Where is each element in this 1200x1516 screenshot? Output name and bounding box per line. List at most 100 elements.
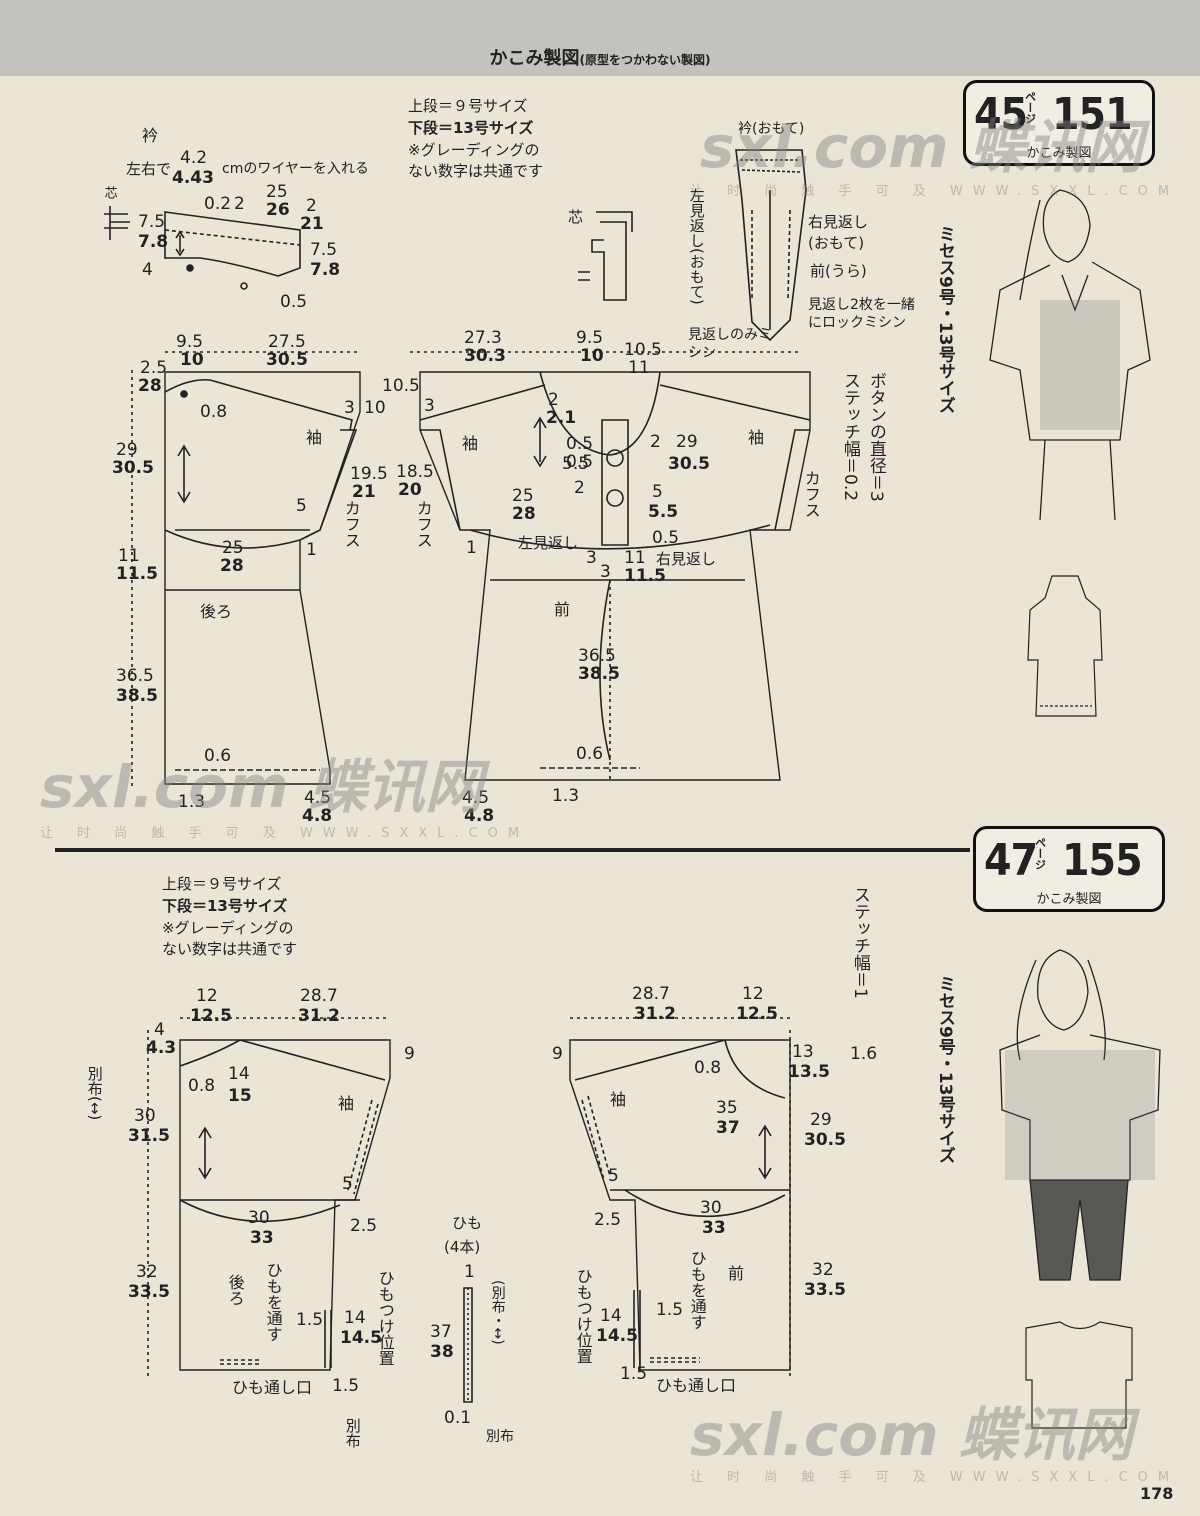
p2-page-badge: 47 ページ 155 かこみ製図 (973, 826, 1165, 912)
p1-page-badge: 45 ページ 151 かこみ製図 (963, 80, 1155, 166)
p2-front-cord-attach: ひもつけ位置 (573, 1268, 593, 1364)
dim: 38.5 (116, 686, 158, 706)
dim: 10 (180, 350, 204, 370)
p2-strap-title: ひも (452, 1214, 483, 1232)
dim: 2 (574, 478, 585, 498)
p1-right-facing-label: 右見返し (656, 550, 717, 568)
dim: 10 (364, 398, 386, 418)
dim: 0.6 (576, 744, 604, 764)
dim: 33.5 (128, 1282, 170, 1302)
p2-strap-fabric: (別布・↔) (489, 1280, 506, 1345)
dim: 4.8 (302, 806, 333, 826)
dim: 29 (116, 440, 138, 460)
p1-front-cuffs-l: カフス (413, 500, 433, 548)
p1-back-label: 後ろ (200, 602, 233, 621)
dim: 0.8 (200, 402, 228, 422)
dim: 14.5 (340, 1328, 382, 1348)
p1-front-sleeve-l: 袖 (462, 434, 479, 453)
dim: 30.5 (266, 350, 308, 370)
dim: 2 (650, 432, 661, 452)
dim: 3 (344, 398, 355, 418)
dim: 1 (306, 540, 317, 560)
dim: 28 (220, 556, 244, 576)
dim: 2.5 (140, 358, 168, 378)
p2-strap-fabric-bottom: 別布 (486, 1429, 514, 1445)
p1-core-label: 芯 (568, 208, 584, 226)
p2-back-label: 後ろ (225, 1274, 245, 1306)
p1-front-sleeve-r: 袖 (748, 428, 765, 447)
dim: 1.3 (178, 792, 206, 812)
dim: 30 (700, 1198, 722, 1218)
dim: 2 (548, 390, 559, 410)
dim: 37 (716, 1118, 740, 1138)
dim: 20 (398, 480, 422, 500)
dim: 38 (430, 1342, 454, 1362)
p1-button-note: ボタンの直径＝3 (865, 372, 886, 502)
dim: 9 (404, 1044, 415, 1064)
p2-size-note: 上段＝９号サイズ 下段＝13号サイズ ※グレーディングの ない数字は共通です (162, 875, 298, 959)
dim: 25 (512, 486, 534, 506)
dim: 4.8 (464, 806, 495, 826)
p1-flat-sketch (1027, 575, 1103, 717)
dim: 1.3 (552, 786, 580, 806)
dim: 31.2 (298, 1006, 340, 1026)
p2-back-sep-bottom: 別布 (343, 1418, 362, 1448)
dim: 1 (464, 1262, 475, 1282)
dim: 14 (600, 1306, 622, 1326)
p2-model-illustration (999, 949, 1161, 1281)
dim: 37 (430, 1322, 452, 1342)
dim: 1.5 (332, 1376, 360, 1396)
dim: 13.5 (788, 1062, 830, 1082)
dim: 2 (234, 194, 245, 214)
dim: 5.5 (648, 502, 679, 522)
watermark-slogan: 让 时 尚 触 手 可 及 WWW.SXXL.COM (690, 1470, 1180, 1485)
dim: 35 (716, 1098, 738, 1118)
facing-diagram (735, 149, 807, 342)
dim: 2.5 (350, 1216, 378, 1236)
dim: 2.5 (594, 1210, 622, 1230)
dim: 10.5 (382, 376, 420, 396)
dim: 7.5 (138, 212, 166, 232)
dim: 30.5 (668, 454, 710, 474)
p1-stitch-note: ステッチ幅＝0.2 (839, 372, 860, 502)
p2-size-label: ミセス9号・13号サイズ (934, 975, 955, 1164)
dim: 4.5 (304, 788, 332, 808)
dim: 10.5 (624, 340, 662, 360)
dim: 11 (628, 358, 650, 378)
dim: 13 (792, 1042, 814, 1062)
p1-front-bodice (410, 351, 811, 781)
p1-wire-top: 4.2 (180, 148, 208, 168)
p1-facing-collar: 衿(おもて) (738, 121, 805, 137)
p2-page-label: ページ (1033, 837, 1047, 870)
p1-pattern-number: 151 (1052, 89, 1133, 140)
dim: 15 (228, 1086, 252, 1106)
dim: 3 (586, 548, 597, 568)
p2-stitch-value: 1.6 (850, 1044, 878, 1064)
dim: 7.8 (138, 232, 169, 252)
dim: 12.5 (736, 1004, 778, 1024)
dim: 11 (624, 548, 646, 568)
p2-back-bodice (147, 1017, 391, 1380)
header-bar: かこみ製図(原型をつかわない製図) (0, 0, 1200, 76)
dim: 5 (652, 482, 663, 502)
dim: 33 (250, 1228, 274, 1248)
p1-wire-unit: cmのワイヤーを入れる (222, 161, 369, 177)
dim: 0.1 (444, 1408, 472, 1428)
dim: 10 (580, 346, 604, 366)
p2-strap-count: (4本) (444, 1238, 481, 1256)
dim: 1.5 (656, 1300, 684, 1320)
p1-back-bodice (131, 351, 361, 790)
collar-piece (104, 206, 301, 290)
watermark-logo: sxl.com 蝶讯网 (700, 113, 1143, 181)
dim: 0.5 (652, 528, 680, 548)
p2-back-cord-pass: ひもを通す (263, 1262, 283, 1342)
dim: 5.5 (562, 454, 590, 474)
dim: 14 (228, 1064, 250, 1084)
dim: 12 (742, 984, 764, 1004)
p2-back-separate: 別布(↔) (85, 1066, 104, 1121)
dim: 1 (466, 538, 477, 558)
dim: 0.6 (204, 746, 232, 766)
dim: 3 (424, 396, 435, 416)
dim: 12.5 (190, 1006, 232, 1026)
